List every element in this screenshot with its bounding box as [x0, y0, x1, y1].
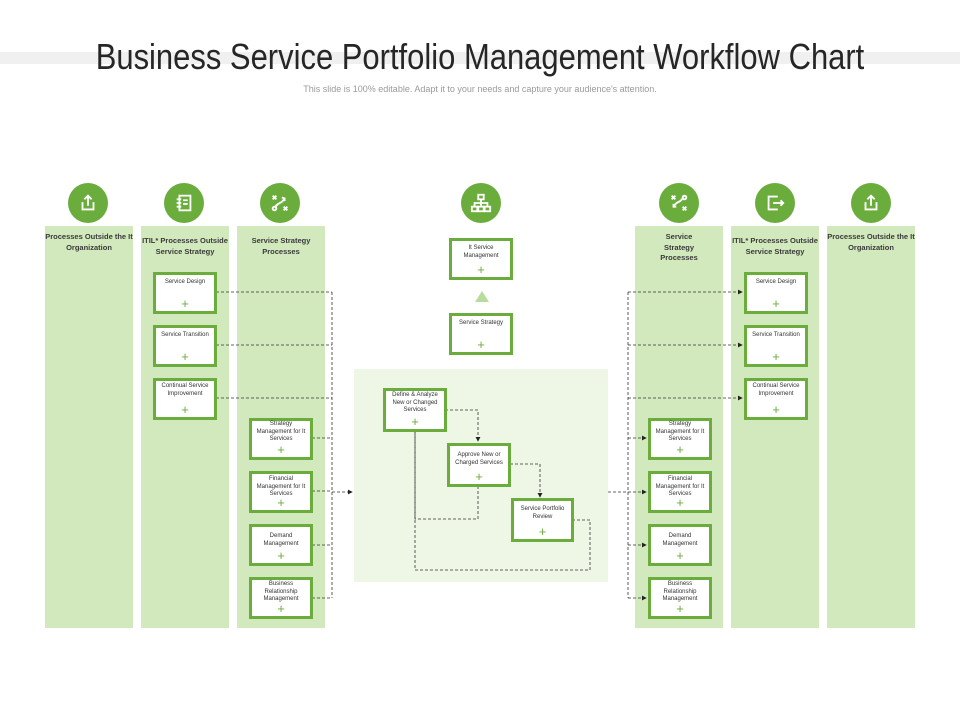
node-label: Financial Management for It Services — [256, 476, 306, 497]
node-label: Service Strategy — [458, 320, 504, 326]
node-label: Service Transition — [161, 332, 209, 338]
upload-icon — [851, 183, 891, 223]
strategy-icon — [260, 183, 300, 223]
plus-icon[interactable]: + — [475, 469, 483, 484]
column-title: Service Strategy Processes — [660, 232, 698, 262]
column-title: ITIL* Processes Outside Service Strategy — [142, 236, 228, 256]
node-right-service-design[interactable]: Service Design + — [744, 272, 808, 314]
title-band — [0, 52, 960, 64]
node-right-demand-management[interactable]: Demand Management + — [648, 524, 712, 566]
node-left-service-design[interactable]: Service Design + — [153, 272, 217, 314]
plus-icon[interactable]: + — [676, 601, 684, 616]
node-left-service-transition[interactable]: Service Transition + — [153, 325, 217, 367]
notebook-icon — [164, 183, 204, 223]
node-define-analyze[interactable]: Define & Analyze New or Changed Services… — [383, 388, 447, 432]
node-label: Service Design — [755, 279, 797, 285]
plus-icon[interactable]: + — [538, 524, 547, 539]
node-label: Service Transition — [752, 332, 800, 338]
plus-icon[interactable]: + — [181, 402, 189, 417]
node-label: Demand Management — [662, 533, 698, 547]
page-subtitle: This slide is 100% editable. Adapt it to… — [303, 84, 657, 94]
exit-icon — [755, 183, 795, 223]
node-right-service-transition[interactable]: Service Transition + — [744, 325, 808, 367]
node-label: Demand Management — [263, 533, 299, 547]
plus-icon[interactable]: + — [477, 262, 485, 277]
plus-icon[interactable]: + — [277, 442, 285, 457]
node-label: Financial Management for It Services — [655, 476, 705, 497]
node-label: Continual Service Improvement — [161, 383, 209, 397]
plus-icon[interactable]: + — [772, 349, 780, 364]
node-left-financial-management[interactable]: Financial Management for It Services + — [249, 471, 313, 513]
node-label: Strategy Management for It Services — [256, 421, 306, 442]
node-left-business-relationship[interactable]: Business Relationship Management + — [249, 577, 313, 619]
node-right-financial-management[interactable]: Financial Management for It Services + — [648, 471, 712, 513]
page-title: Business Service Portfolio Management Wo… — [95, 36, 865, 77]
plus-icon[interactable]: + — [277, 601, 285, 616]
node-right-continual-improvement[interactable]: Continual Service Improvement + — [744, 378, 808, 420]
upload-icon — [68, 183, 108, 223]
node-label: Strategy Management for It Services — [655, 421, 705, 442]
plus-icon[interactable]: + — [181, 296, 189, 311]
node-label: Service Design — [164, 279, 206, 285]
plus-icon[interactable]: + — [772, 402, 780, 417]
node-left-continual-improvement[interactable]: Continual Service Improvement + — [153, 378, 217, 420]
node-label: Business Relationship Management — [263, 581, 299, 602]
column-title: ITIL* Processes Outside Service Strategy — [732, 236, 818, 256]
node-label: Approve New or Charged Services — [455, 452, 503, 466]
node-it-service-management[interactable]: It Service Management + — [449, 238, 513, 280]
column-left-outside: Processes Outside the It Organization — [45, 226, 133, 628]
column-title: Service Strategy Processes — [251, 236, 311, 256]
node-right-business-relationship[interactable]: Business Relationship Management + — [648, 577, 712, 619]
node-left-demand-management[interactable]: Demand Management + — [249, 524, 313, 566]
plus-icon[interactable]: + — [772, 296, 780, 311]
node-label: Service Portfolio Review — [520, 506, 565, 520]
up-arrow-triangle — [475, 291, 489, 302]
hierarchy-icon — [461, 183, 501, 223]
plus-icon[interactable]: + — [676, 548, 684, 563]
plus-icon[interactable]: + — [411, 414, 419, 429]
plus-icon[interactable]: + — [181, 349, 189, 364]
node-approve-services[interactable]: Approve New or Charged Services + — [447, 443, 511, 487]
plus-icon[interactable]: + — [277, 495, 285, 510]
plus-icon[interactable]: + — [277, 548, 285, 563]
column-title: Processes Outside the It Organization — [45, 232, 133, 252]
node-service-strategy[interactable]: Service Strategy + — [449, 313, 513, 355]
strategy-icon — [659, 183, 699, 223]
plus-icon[interactable]: + — [477, 337, 485, 352]
node-label: It Service Management — [463, 245, 499, 259]
node-right-strategy-management[interactable]: Strategy Management for It Services + — [648, 418, 712, 460]
plus-icon[interactable]: + — [676, 495, 684, 510]
node-portfolio-review[interactable]: Service Portfolio Review + — [511, 498, 574, 542]
node-label: Define & Analyze New or Changed Services — [392, 392, 438, 413]
plus-icon[interactable]: + — [676, 442, 684, 457]
column-right-outside: Processes Outside the It Organization — [827, 226, 915, 628]
node-label: Continual Service Improvement — [752, 383, 800, 397]
node-label: Business Relationship Management — [662, 581, 698, 602]
node-left-strategy-management[interactable]: Strategy Management for It Services + — [249, 418, 313, 460]
column-title: Processes Outside the It Organization — [827, 232, 915, 252]
